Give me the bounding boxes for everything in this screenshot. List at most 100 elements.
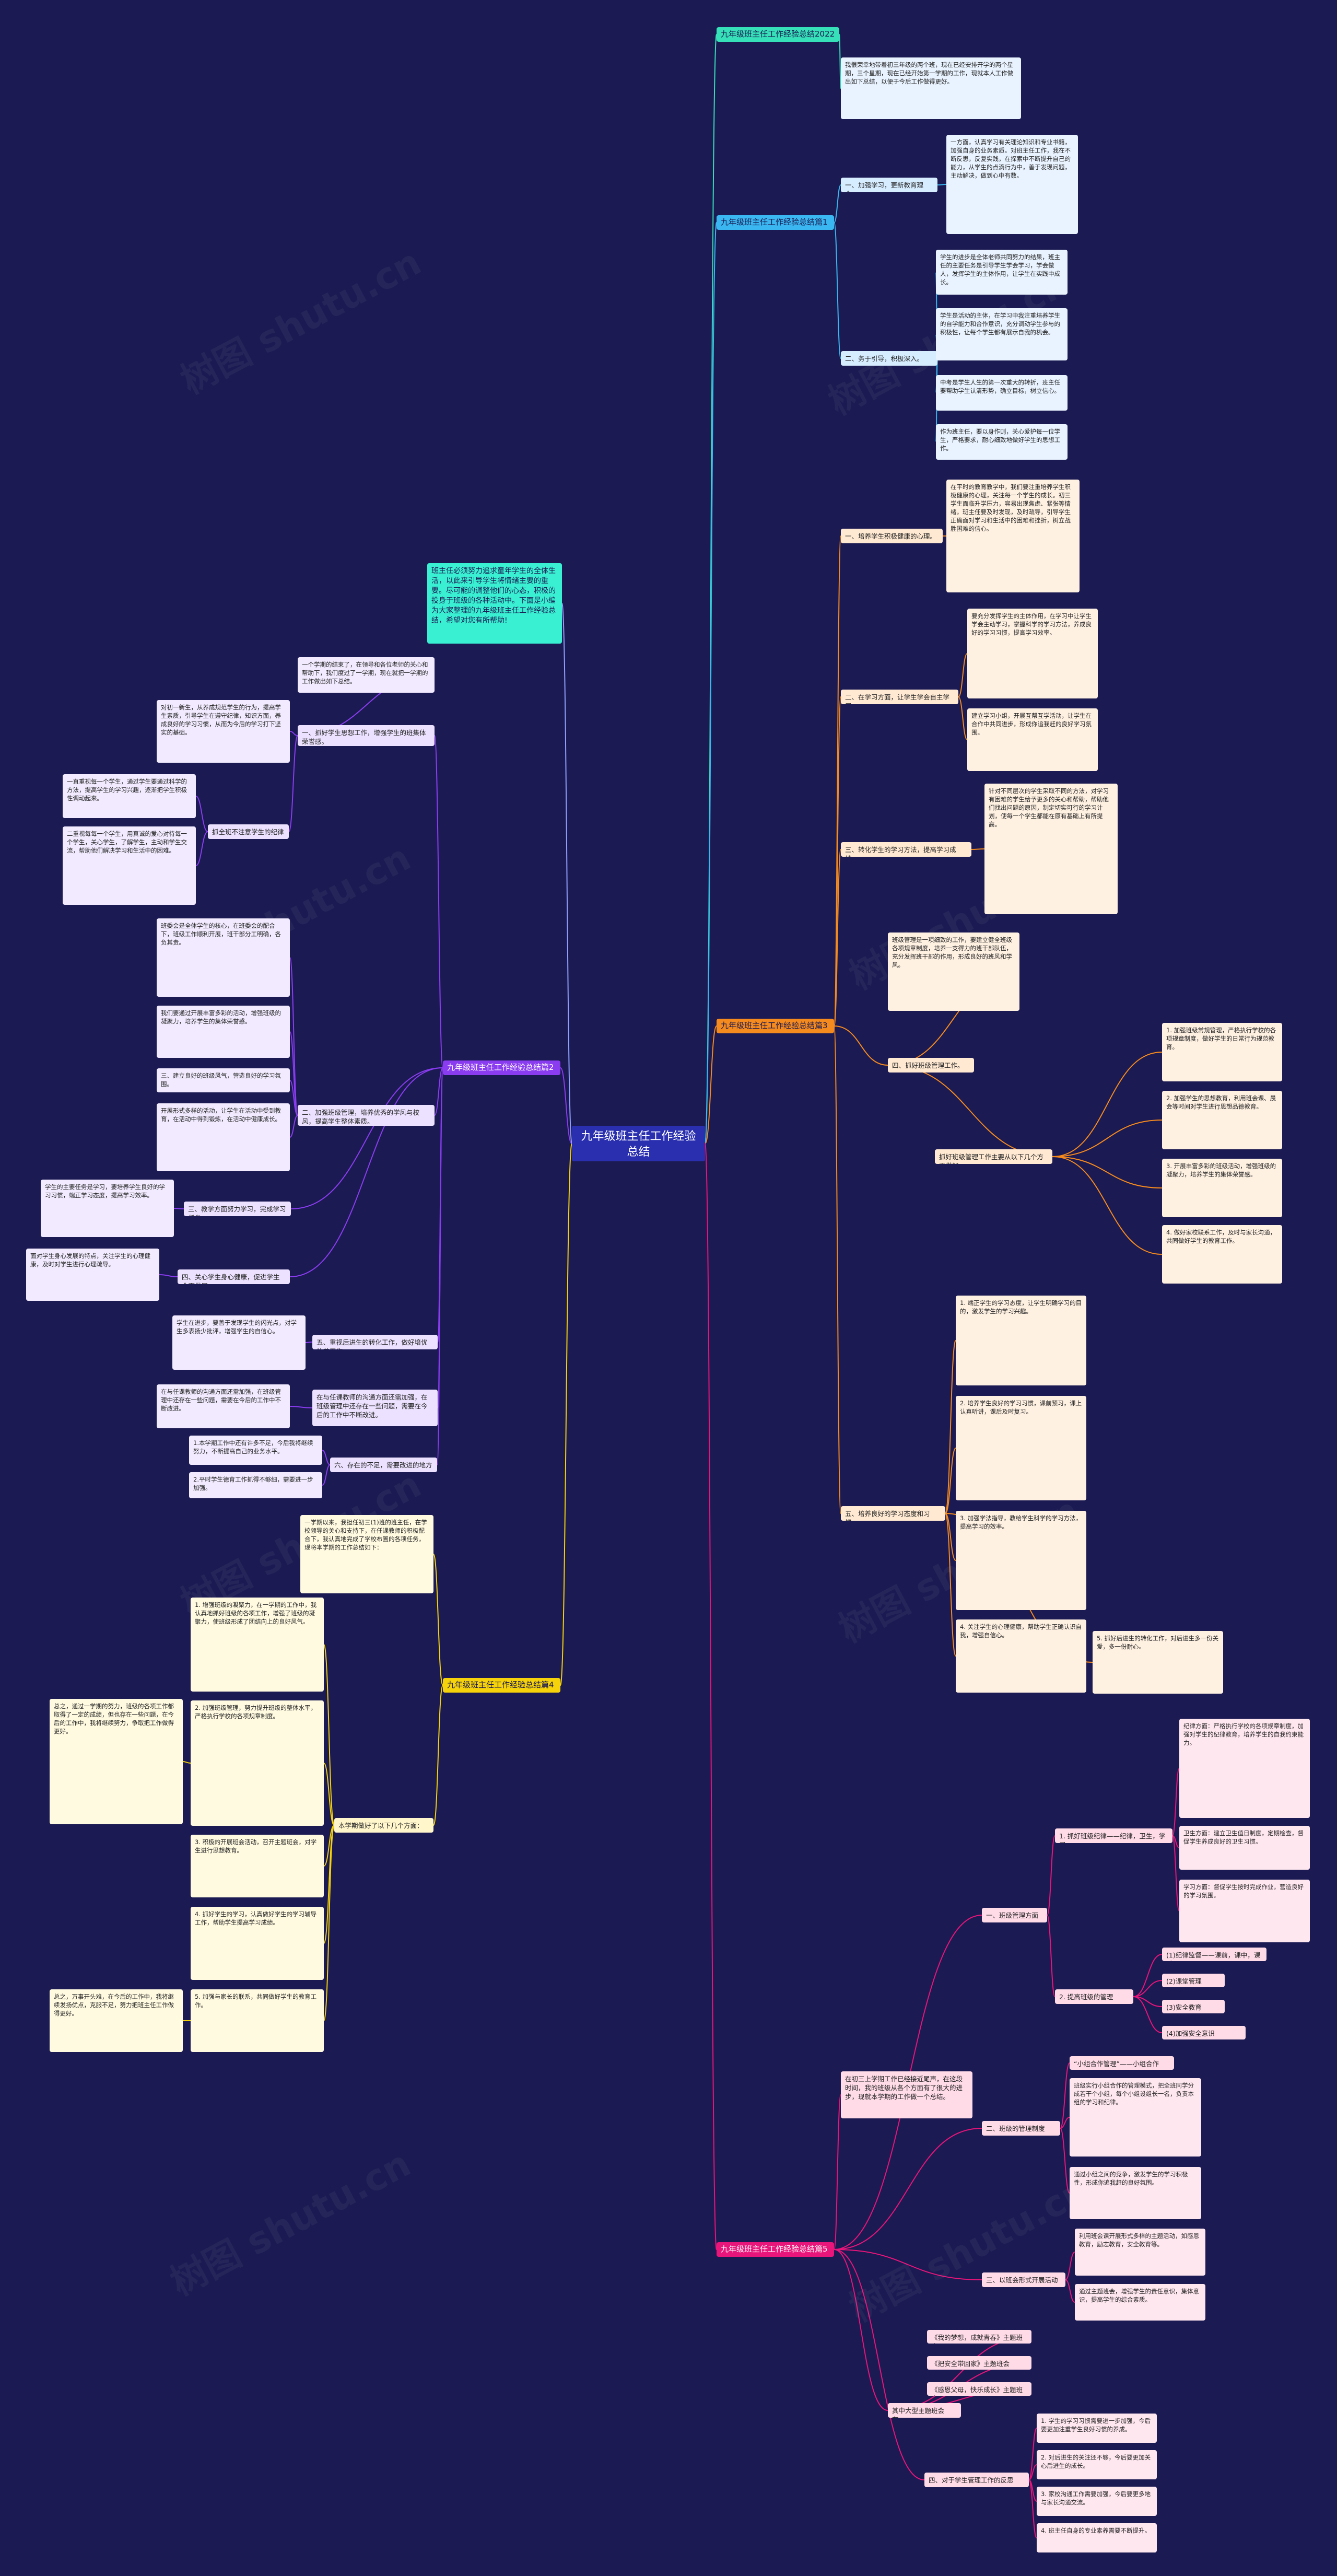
b5-intro: 在初三上学期工作已经接近尾声，在这段时间，我的班级从各个方面有了很大的进步，现就… [841, 2071, 972, 2118]
branch-1[interactable]: 九年级班主任工作经验总结篇1 [717, 215, 834, 230]
connector-line [1028, 2464, 1037, 2480]
b5-sub-3-leaf-1: 利用班会课开展形式多样的主题活动，如感恩教育，励志教育，安全教育等。 [1075, 2229, 1205, 2276]
b1-sub-2-leaf-3: 中考是学生人生的第一次重大的转折，班主任要帮助学生认清形势，确立目标，树立信心。 [936, 375, 1068, 411]
b5-sub-1-a-leaf-2: 卫生方面：建立卫生值日制度，定期检查，督促学生养成良好的卫生习惯。 [1179, 1826, 1310, 1870]
connector-line [561, 603, 572, 1144]
b1-sub-2-leaf-1: 学生的进步是全体老师共同努力的结果，班主任的主要任务是引导学生学会学习，学会做人… [936, 250, 1068, 295]
connector-line [1172, 1835, 1180, 1911]
connector-line [945, 1340, 956, 1514]
b5-sub-4-leaf-1: 1. 学生的学习习惯需要进一步加强，今后要更加注重学生良好习惯的养成。 [1037, 2414, 1157, 2443]
b3-sub-4-detail[interactable]: 抓好班级管理工作主要从以下几个方面做起： [935, 1149, 1052, 1164]
connector-line [1052, 1052, 1163, 1157]
b5-sub-5[interactable]: 其中大型主题班会有： [888, 2403, 961, 2418]
b2-sub-4[interactable]: 四、关心学生身心健康，促进学生全面发展 [178, 1269, 290, 1284]
b1-sub-2-leaf-2: 学生是活动的主体，在学习中我注重培养学生的自学能力和合作意识，充分调动学生参与的… [936, 308, 1068, 360]
branch-4[interactable]: 九年级班主任工作经验总结篇4 [443, 1678, 560, 1693]
b5-sub-1-b-2[interactable]: (2)课堂管理 [1162, 1974, 1225, 1987]
b3-sub-4-detail-leaf-1: 1. 加强班级常规管理，严格执行学校的各项规章制度，做好学生的日常行为规范教育。 [1162, 1023, 1282, 1081]
b5-sub-2[interactable]: 二、班级的管理制度 [982, 2121, 1060, 2136]
branch-3[interactable]: 九年级班主任工作经验总结篇3 [717, 1019, 834, 1033]
connector-line [289, 1080, 298, 1116]
b3-sub-5-leaf-1: 1. 端正学生的学习态度，让学生明确学习的目的，激发学生的学习兴趣。 [956, 1296, 1086, 1385]
branch-5[interactable]: 九年级班主任工作经验总结篇5 [717, 2242, 834, 2257]
b5-sub-1-b-3[interactable]: (3)安全教育 [1162, 2000, 1225, 2013]
b3-sub-5[interactable]: 五、培养良好的学习态度和习惯。 [841, 1506, 945, 1521]
b1-sub-2[interactable]: 二、务于引导，积极深入。 [841, 351, 937, 366]
b2-sub-1[interactable]: 一、抓好学生思想工作，增强学生的班集体荣誉感。 [298, 725, 435, 746]
connector-line [289, 1115, 298, 1138]
b3-sub-2[interactable]: 二、在学习方面，让学生学会自主学习。 [841, 690, 958, 704]
b5-sub-1-a[interactable]: 1. 抓好班级纪律——纪律，卫生，学习 [1055, 1828, 1172, 1843]
connector-line [1133, 1980, 1163, 1997]
connector-line [705, 222, 717, 1144]
b2-sub-1-detail[interactable]: 抓全班不注意学生的纪律 [208, 824, 289, 839]
b4-sub-1-leaf-4: 4. 抓好学生的学习，认真做好学生的学习辅导工作，帮助学生提高学习成绩。 [191, 1907, 324, 1980]
b5-sub-4-leaf-3: 3. 家校沟通工作需要加强，今后要更多地与家长沟通交流。 [1037, 2487, 1157, 2516]
b5-sub-5-leaf-3: 《感恩父母，快乐成长》主题班会 [927, 2382, 1031, 2396]
b2-sub-2-leaf-2: 我们要通过开展丰富多彩的活动，增强班级的凝聚力，培养学生的集体荣誉感。 [157, 1006, 290, 1058]
b2-sub-6-detail: 在与任课教师的沟通方面还需加强，在班级管理中还存在一些问题，需要在今后的工作中不… [312, 1390, 438, 1426]
connector-line [323, 1825, 335, 1867]
b3-sub-4[interactable]: 四、抓好班级管理工作。 [888, 1058, 974, 1073]
connector-line [323, 1644, 335, 1826]
b4-intro: 一学期以来，我担任初三(1)班的班主任，在学校领导的关心和支持下，在任课教师的积… [300, 1515, 433, 1593]
b5-sub-1-b-4[interactable]: (4)加强安全意识 [1162, 2026, 1246, 2039]
intro-note: 班主任必须努力追求童年学生的全体生活，以此来引导学生将情绪主要的重要。尽可能的调… [427, 563, 562, 644]
connector-line [834, 2249, 888, 2411]
connector-line [289, 731, 298, 736]
b4-sub-1-leaf-5: 5. 加强与家长的联系，共同做好学生的教育工作。 [191, 1989, 324, 2052]
b4-sub-1-leaf-3: 3. 积极的开展班会活动，召开主题班会，对学生进行思想教育。 [191, 1835, 324, 1897]
connector-line [1065, 2279, 1075, 2303]
connector-line [323, 1763, 335, 1826]
b2-sub-2[interactable]: 二、加强班级管理，培养优秀的学风与校风，提高学生整体素质。 [298, 1105, 435, 1126]
branch-2[interactable]: 九年级班主任工作经验总结篇2 [443, 1060, 560, 1075]
b2-sub-3-leaf: 学生的主要任务是学习，要培养学生良好的学习习惯，端正学习态度，提高学习效率。 [41, 1180, 174, 1237]
connector-line [834, 2128, 982, 2250]
branch-2022-leaf: 我很荣幸地带着初三年级的两个班，现在已经安排开学的两个星期，三个星期，现在已经开… [841, 57, 1021, 119]
connector-line [958, 696, 968, 740]
connector-line [958, 653, 968, 697]
connector-line [289, 1406, 313, 1408]
b3-sub-4-detail-leaf-4: 4. 做好家校联系工作，及时与家长沟通，共同做好学生的教育工作。 [1162, 1225, 1282, 1284]
branch-2022[interactable]: 九年级班主任工作经验总结2022 [717, 27, 839, 42]
b5-sub-1-c[interactable]: 2. 提高班级的管理 [1055, 1989, 1133, 2004]
b3-sub-1[interactable]: 一、培养学生积极健康的心理。 [841, 529, 943, 543]
connector-line [290, 1067, 443, 1209]
connector-line [834, 2249, 982, 2280]
b5-sub-2-a-leaf-2: 通过小组之间的竞争，激发学生的学习积极性，形成你追我赶的良好氛围。 [1070, 2167, 1201, 2219]
b2-sub-6[interactable]: 六、存在的不足，需要改进的地方 [330, 1458, 437, 1472]
connector-line [1133, 1996, 1163, 2033]
b5-sub-1-b-1[interactable]: (1)纪律监督——课前，课中，课后 [1162, 1948, 1266, 1961]
b4-sub-1[interactable]: 本学期做好了以下几个方面： [334, 1818, 433, 1833]
b5-sub-5-leaf-2: 《把安全带回家》主题班会 [927, 2356, 1031, 2370]
connector-line [173, 1208, 184, 1209]
connector-line [305, 1342, 313, 1343]
b3-sub-5-leaf-3: 3. 加强学法指导，教给学生科学的学习方法，提高学习的效率。 [956, 1511, 1086, 1610]
b5-sub-1[interactable]: 一、班级管理方面 [982, 1908, 1047, 1922]
b2-sub-4-leaf: 面对学生身心发展的特点，关注学生的心理健康，及时对学生进行心理疏导。 [26, 1249, 159, 1301]
b5-sub-1-a-leaf-3: 学习方面：督促学生按时完成作业，营造良好的学习氛围。 [1179, 1880, 1310, 1942]
root-topic[interactable]: 九年级班主任工作经验总结 [572, 1126, 705, 1161]
b3-sub-5-leaf-4: 4. 关注学生的心理健康，帮助学生正确认识自我，增强自信心。 [956, 1619, 1086, 1693]
b1-sub-1[interactable]: 一、加强学习，更新教育理念。 [841, 178, 937, 192]
b2-sub-3[interactable]: 三、教学方面努力学习，完成学习任务 [184, 1202, 291, 1216]
connector-line [1028, 2479, 1037, 2538]
connector-line [437, 1067, 443, 1465]
b3-sub-3[interactable]: 三、转化学生的学习方法，提高学习成绩。 [841, 842, 971, 857]
connector-line [705, 1025, 717, 1144]
b5-sub-4[interactable]: 四、对于学生管理工作的反思 [924, 2473, 1029, 2487]
b2-sub-6-leaf-0: 在与任课教师的沟通方面还需加强，在班级管理中还存在一些问题，需要在今后的工作中不… [157, 1384, 290, 1428]
connector-line [1060, 2117, 1070, 2129]
connector-line [288, 735, 298, 832]
b3-sub-5-leaf-2: 2. 培养学生良好的学习习惯，课前预习，课上认真听讲，课后及时复习。 [956, 1396, 1086, 1500]
b5-sub-4-leaf-2: 2. 对后进生的关注还不够，今后要更加关心后进生的成长。 [1037, 2450, 1157, 2479]
connector-line [434, 1067, 443, 1116]
connector-line [945, 1513, 956, 1561]
b4-sub-1-leaf-2: 2. 加强班级管理，努力提升班级的整体水平，严格执行学校的各项规章制度。 [191, 1700, 324, 1826]
b2-sub-5[interactable]: 五、重视后进生的转化工作，做好培优补差工作。 [312, 1335, 438, 1349]
connector-line [1133, 1954, 1163, 1997]
b5-sub-2-a[interactable]: “小组合作管理”——小组合作 [1070, 2056, 1174, 2070]
connector-line [945, 1513, 956, 1657]
b5-sub-3[interactable]: 三、以班会形式开展活动 [982, 2272, 1065, 2287]
connector-line [289, 1031, 298, 1116]
